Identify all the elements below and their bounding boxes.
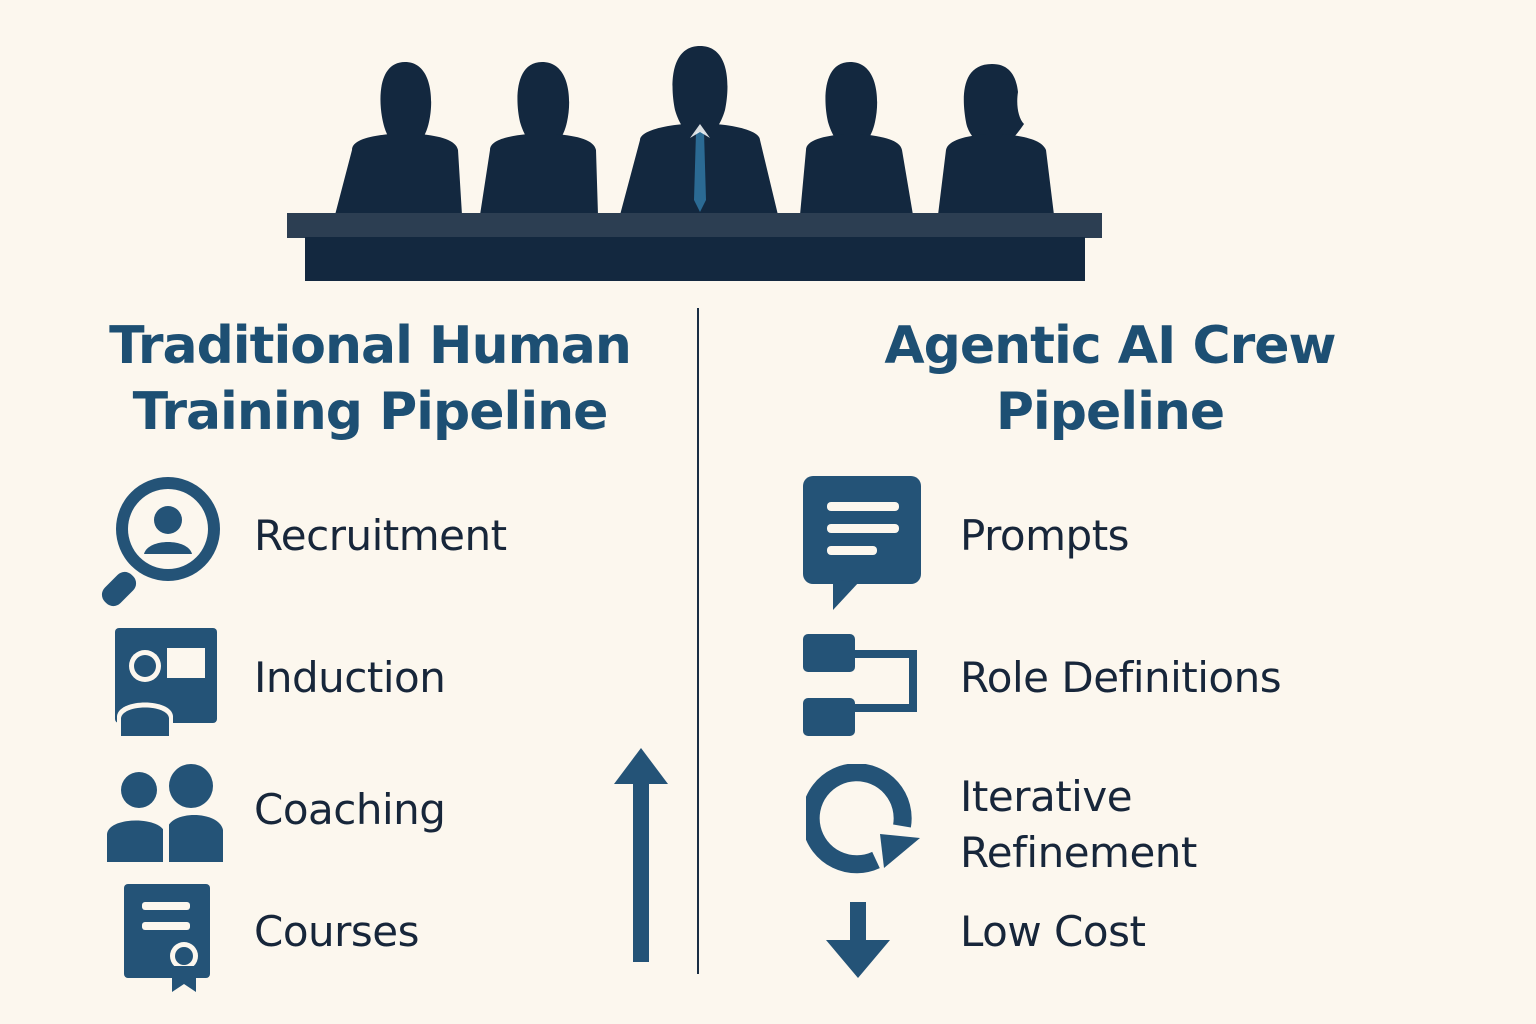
presentation-person-icon xyxy=(115,628,217,736)
arrow-down-icon xyxy=(826,902,890,978)
panel-person-2 xyxy=(480,62,598,215)
item-label-recruitment: Recruitment xyxy=(254,511,507,560)
item-label-low-cost: Low Cost xyxy=(960,907,1146,956)
left-heading-line-1: Traditional Human xyxy=(109,316,632,376)
panel-person-4 xyxy=(800,62,913,215)
magnifier-person-icon xyxy=(101,477,220,607)
panel-person-1 xyxy=(335,62,462,215)
left-heading-line-2: Training Pipeline xyxy=(132,382,609,442)
panel-table-top xyxy=(287,213,1102,238)
item-label-induction: Induction xyxy=(254,653,446,702)
column-divider xyxy=(697,308,699,974)
item-label-prompts: Prompts xyxy=(960,511,1130,560)
speech-bubble-icon xyxy=(803,476,921,610)
refresh-cycle-icon xyxy=(806,764,920,874)
item-label-iterative-refinement: Iterative Refinement xyxy=(960,772,1197,877)
right-heading-line-2: Pipeline xyxy=(995,382,1225,442)
flowchart-icon xyxy=(803,634,917,736)
certificate-icon xyxy=(124,884,210,992)
tie-icon xyxy=(694,132,706,212)
panel-illustration xyxy=(287,46,1102,281)
panel-person-5 xyxy=(938,64,1054,215)
right-column-heading: Agentic AI Crew Pipeline xyxy=(800,313,1420,445)
panel-table-base xyxy=(305,237,1085,281)
right-heading-line-1: Agentic AI Crew xyxy=(884,316,1336,376)
item-label-courses: Courses xyxy=(254,907,420,956)
arrow-up-icon xyxy=(614,748,668,962)
item-label-role-definitions: Role Definitions xyxy=(960,653,1282,702)
two-people-icon xyxy=(107,764,223,864)
left-column-heading: Traditional Human Training Pipeline xyxy=(60,313,680,445)
item-label-coaching: Coaching xyxy=(254,785,446,834)
